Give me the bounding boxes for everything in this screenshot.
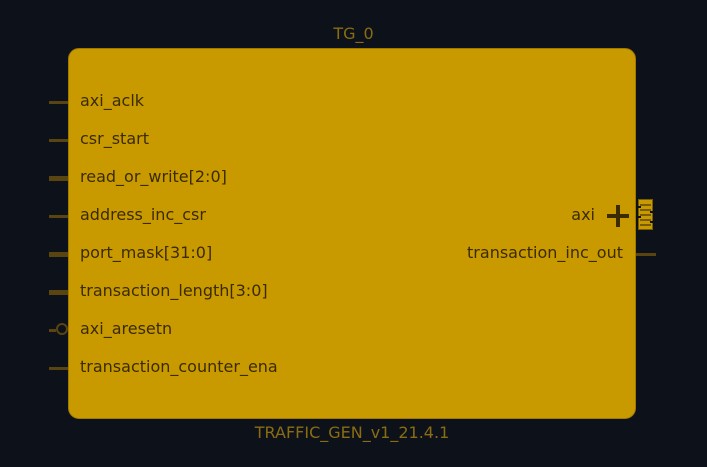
pin-transaction-inc-out[interactable] xyxy=(636,253,656,256)
port-label-transaction-inc-out: transaction_inc_out xyxy=(467,243,623,262)
port-label-transaction-length: transaction_length[3:0] xyxy=(80,281,268,300)
pin-transaction-length[interactable] xyxy=(49,290,68,295)
bus-interface-icon[interactable] xyxy=(638,199,653,230)
port-label-csr-start: csr_start xyxy=(80,129,149,148)
port-label-port-mask: port_mask[31:0] xyxy=(80,243,213,262)
pin-read-or-write[interactable] xyxy=(49,176,68,181)
expand-interface-plus-icon[interactable] xyxy=(607,205,629,227)
port-label-read-or-write: read_or_write[2:0] xyxy=(80,167,227,186)
port-label-address-inc-csr: address_inc_csr xyxy=(80,205,206,224)
pin-port-mask[interactable] xyxy=(49,252,68,257)
active-low-bubble-icon[interactable] xyxy=(56,323,68,335)
port-label-axi: axi xyxy=(571,205,595,224)
pin-csr-start[interactable] xyxy=(49,139,68,142)
ip-block[interactable] xyxy=(68,48,636,419)
pin-address-inc-csr[interactable] xyxy=(49,215,68,218)
port-label-axi-aclk: axi_aclk xyxy=(80,91,145,110)
port-label-axi-aresetn: axi_aresetn xyxy=(80,319,173,338)
pin-axi-aclk[interactable] xyxy=(49,101,68,104)
ip-version-label: TRAFFIC_GEN_v1_21.4.1 xyxy=(254,423,450,442)
port-label-transaction-counter-ena: transaction_counter_ena xyxy=(80,357,278,376)
pin-axi-aresetn[interactable] xyxy=(49,329,56,332)
instance-name: TG_0 xyxy=(333,24,374,43)
pin-transaction-counter-ena[interactable] xyxy=(49,367,68,370)
